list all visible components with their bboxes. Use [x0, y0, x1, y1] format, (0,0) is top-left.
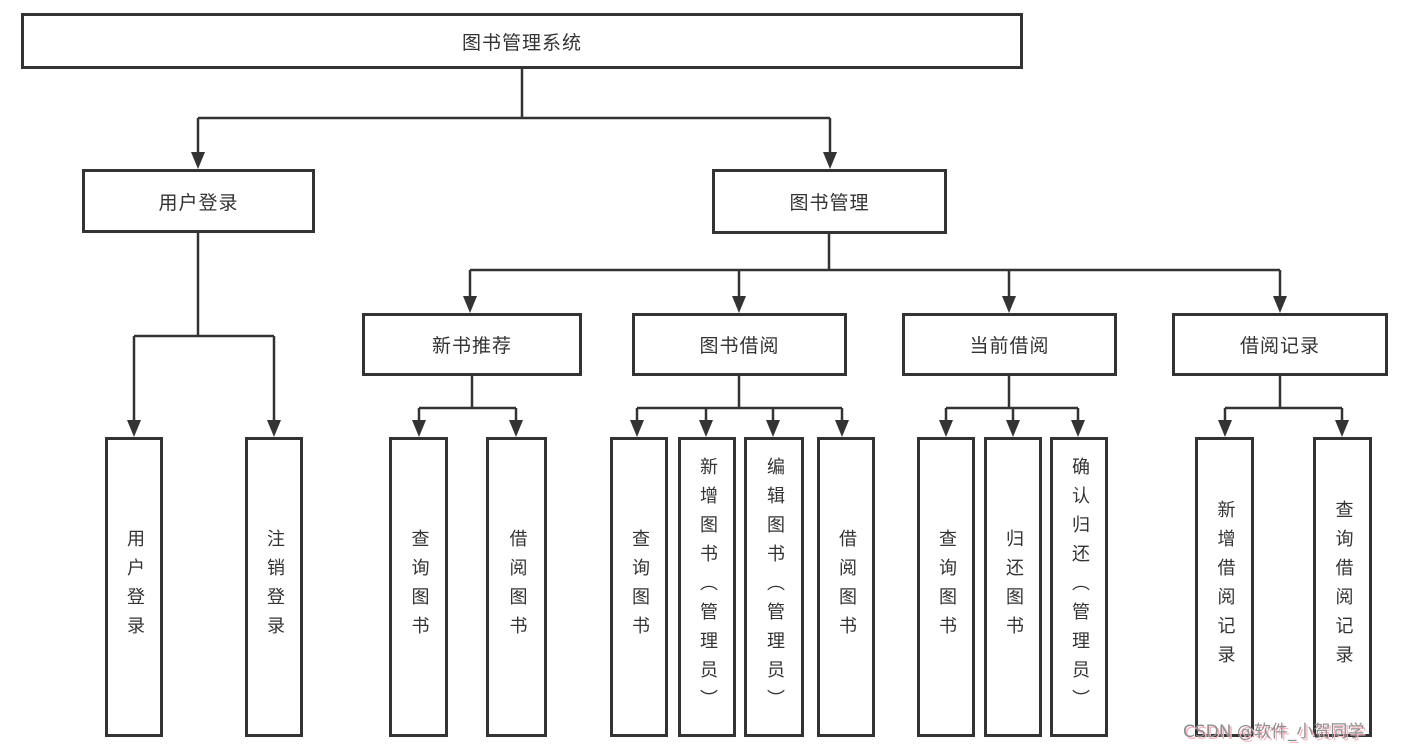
node-label: 图书管理系统	[461, 31, 582, 54]
node-current-borrowing: 当前借阅	[902, 313, 1117, 376]
node-label: 新增图书（管理员）	[697, 456, 718, 718]
node-label: 图书管理	[789, 192, 870, 214]
node-bb-add-book-admin: 新增图书（管理员）	[678, 437, 736, 737]
node-label: 归还图书	[1003, 529, 1024, 645]
node-label: 新书推荐	[431, 335, 512, 357]
node-label: 查询图书	[629, 529, 650, 645]
node-new-book-recommend: 新书推荐	[362, 313, 582, 376]
node-rec-borrow-book: 借阅图书	[486, 437, 547, 737]
node-label: 新增借阅记录	[1214, 500, 1236, 674]
node-label: 确认归还（管理员）	[1069, 456, 1090, 718]
node-label: 借阅图书	[506, 529, 528, 645]
node-logout: 注销登录	[245, 437, 303, 737]
node-label: 用户登录	[124, 529, 145, 645]
node-label: 查询图书	[936, 529, 957, 645]
node-label: 借阅图书	[836, 529, 857, 645]
node-br-add-record: 新增借阅记录	[1195, 437, 1254, 737]
node-book-borrowing: 图书借阅	[632, 313, 847, 376]
node-root-library-system: 图书管理系统	[21, 13, 1023, 69]
node-cb-query-book: 查询图书	[917, 437, 975, 737]
node-cb-confirm-return-admin: 确认归还（管理员）	[1050, 437, 1108, 737]
node-label: 当前借阅	[969, 335, 1050, 357]
node-label: 查询图书	[408, 529, 430, 645]
node-book-management-branch: 图书管理	[712, 169, 947, 234]
node-label: 编辑图书（管理员）	[764, 456, 785, 718]
node-borrowing-records: 借阅记录	[1172, 313, 1388, 376]
node-label: 查询借阅记录	[1332, 500, 1354, 674]
node-user-login: 用户登录	[105, 437, 163, 737]
node-bb-edit-book-admin: 编辑图书（管理员）	[744, 437, 804, 737]
node-bb-borrow-book: 借阅图书	[817, 437, 875, 737]
node-cb-return-book: 归还图书	[984, 437, 1042, 737]
node-label: 图书借阅	[699, 335, 780, 357]
node-rec-query-book: 查询图书	[389, 437, 448, 737]
node-label: 注销登录	[264, 529, 285, 645]
node-label: 用户登录	[158, 191, 239, 214]
node-user-login-branch: 用户登录	[82, 169, 315, 233]
csdn-watermark: CSDN @软件_小贺同学	[1183, 722, 1365, 742]
node-br-query-record: 查询借阅记录	[1313, 437, 1372, 737]
node-label: 借阅记录	[1239, 335, 1320, 357]
node-bb-query-book: 查询图书	[610, 437, 668, 737]
